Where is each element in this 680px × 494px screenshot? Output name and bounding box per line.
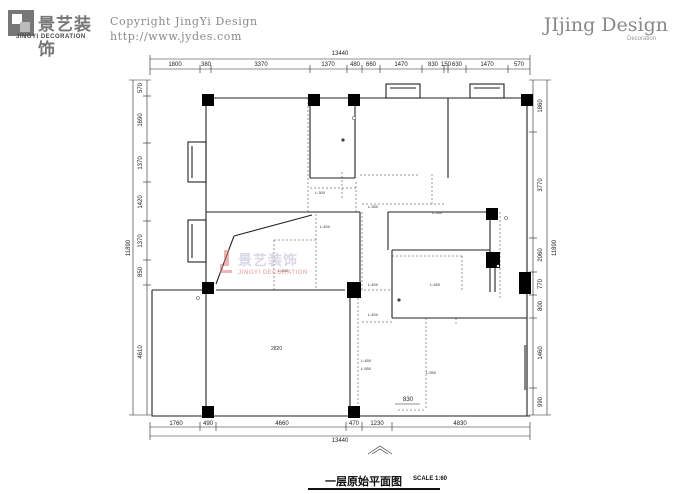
watermark-english: JINGYI DECORATION xyxy=(238,270,308,276)
dimension-labels: 13440 1800 380 3370 1370 480 660 1470 83… xyxy=(168,51,524,444)
dim-right-6: 1460 xyxy=(538,346,544,360)
beam-label-8: L:400 xyxy=(368,312,379,317)
dim-top-6: 660 xyxy=(366,62,377,68)
title-underline xyxy=(308,488,440,490)
fixture-marks xyxy=(196,115,508,300)
dim-left-5: 1370 xyxy=(138,234,144,248)
dim-bottom-5: 1230 xyxy=(370,421,384,427)
dim-top-12: 570 xyxy=(514,62,525,68)
dim-top-8: 830 xyxy=(428,62,439,68)
dim-right-4: 770 xyxy=(538,278,544,289)
ceiling-height-labels: 2820 xyxy=(271,346,282,352)
beam-label-7: L:450 xyxy=(430,282,441,287)
right-dimension-labels: 1860 3770 2060 770 800 1460 990 11890 xyxy=(538,99,558,407)
dim-bottom-6: 4830 xyxy=(453,421,467,427)
logo-mark-icon xyxy=(8,10,34,36)
beam-lines xyxy=(273,98,501,416)
dim-top-1: 1800 xyxy=(168,62,182,68)
left-dimension-labels: 570 1690 1370 1420 1370 850 4610 11890 xyxy=(126,82,144,358)
beam-label-5: L:550 xyxy=(432,210,443,215)
dim-bottom-total: 13440 xyxy=(332,438,349,444)
dim-right-2: 3770 xyxy=(538,178,544,192)
dim-left-2: 1690 xyxy=(138,113,144,127)
dim-right-7: 990 xyxy=(538,396,544,407)
dim-right-3: 2060 xyxy=(538,248,544,262)
structural-columns xyxy=(202,94,533,418)
plan-title: 一层原始平面图 xyxy=(325,475,402,488)
dim-inner-830: 830 xyxy=(403,397,414,403)
dim-left-1: 570 xyxy=(138,82,144,93)
dim-left-6: 850 xyxy=(138,266,144,277)
dim-top-3: 3370 xyxy=(254,62,268,68)
beam-label-4: L:450 xyxy=(278,268,289,273)
brand-subtitle: Decoration xyxy=(626,36,656,42)
dim-top-11: 1470 xyxy=(480,62,494,68)
watermark: 景艺装饰 JINGYI DECORATION xyxy=(220,250,330,282)
dim-bottom-3: 4660 xyxy=(275,421,289,427)
beam-label-3: L:400 xyxy=(320,224,331,229)
plan-scale: SCALE 1:60 xyxy=(413,476,448,482)
dim-right-5: 800 xyxy=(538,300,544,311)
beam-label-2: L:350 xyxy=(368,204,379,209)
logo-chinese-name: 景艺装饰 xyxy=(38,15,92,60)
walls xyxy=(151,83,530,417)
dim-bottom-4: 470 xyxy=(349,421,360,427)
logo-english-name: JINGYI DECORATION xyxy=(16,34,86,40)
dim-left-4: 1420 xyxy=(138,195,144,209)
dim-top-7: 1470 xyxy=(394,62,408,68)
beam-label-6: L:400 xyxy=(368,282,379,287)
dim-top-9: 150 xyxy=(441,62,452,68)
company-logo: 景艺装饰 JINGYI DECORATION xyxy=(8,10,106,60)
dim-left-7: 4610 xyxy=(138,345,144,359)
dim-left-total: 11890 xyxy=(126,239,132,256)
dim-top-5: 480 xyxy=(350,62,361,68)
dim-right-total: 11890 xyxy=(552,239,558,256)
dim-left-3: 1370 xyxy=(138,156,144,170)
drain-dots xyxy=(341,138,401,302)
dim-top-total: 13440 xyxy=(332,51,349,57)
beam-height-labels: L:300 L:350 L:400 L:450 L:550 L:400 L:45… xyxy=(278,190,443,375)
dim-top-4: 1370 xyxy=(321,62,335,68)
dim-top-2: 380 xyxy=(201,62,212,68)
dim-right-1: 1860 xyxy=(538,99,544,113)
dim-bottom-1: 1760 xyxy=(169,421,183,427)
ceiling-label-1: 2820 xyxy=(271,346,282,352)
entrance-arrow-icon xyxy=(367,445,393,455)
beam-label-1: L:300 xyxy=(315,190,326,195)
dimension-lines xyxy=(129,55,551,440)
watermark-chinese: 景艺装饰 xyxy=(238,253,298,269)
beam-label-9: L:450 xyxy=(361,358,372,363)
beam-label-10: L:550 xyxy=(361,366,372,371)
watermark-mark-icon xyxy=(220,250,234,274)
copyright-text: Copyright JingYi Design xyxy=(110,15,258,28)
dim-top-10: 630 xyxy=(452,62,463,68)
brand-name: JIjing Design xyxy=(543,14,668,36)
dim-bottom-2: 490 xyxy=(203,421,214,427)
beam-label-11: L:550 xyxy=(426,370,437,375)
website-url: http://www.jydes.com xyxy=(110,30,243,43)
